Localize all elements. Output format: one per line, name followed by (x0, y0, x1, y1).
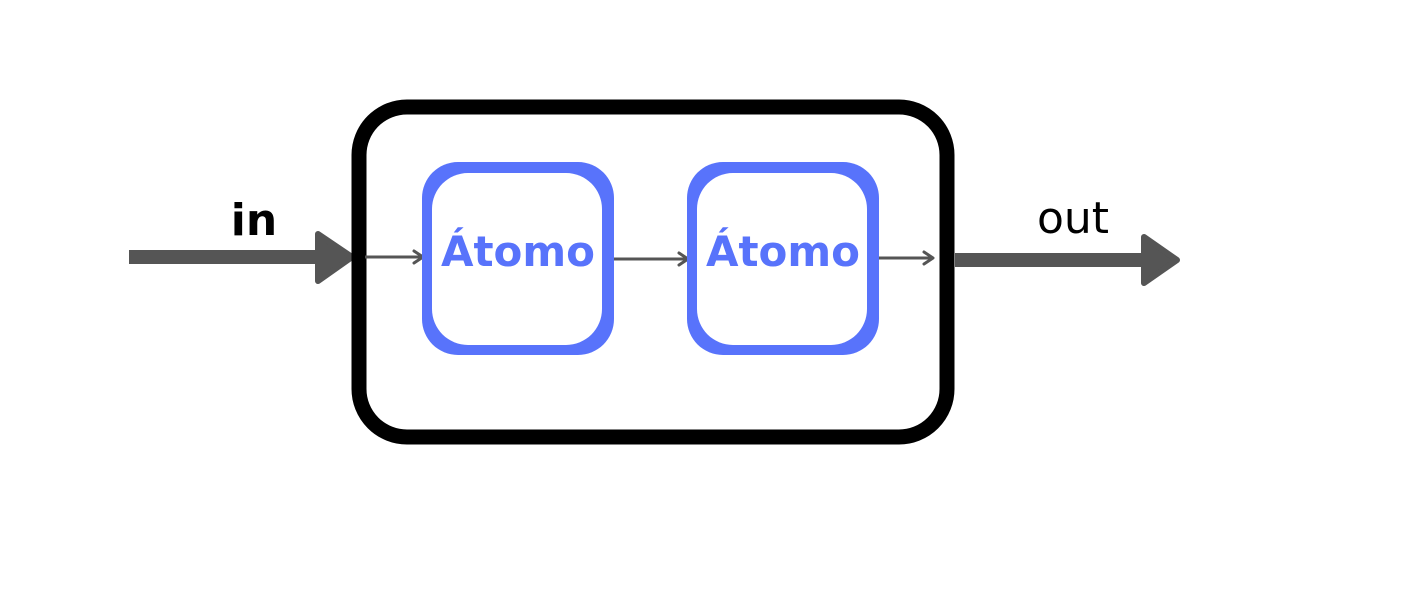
output-label: out (1037, 193, 1109, 244)
input-arrow (129, 231, 355, 284)
atom-label-1: Átomo (441, 226, 595, 276)
thin-arrow-exit (879, 250, 935, 266)
atom-label-2: Átomo (706, 226, 860, 276)
output-arrow (955, 234, 1180, 286)
input-label: in (231, 195, 277, 246)
atom-node-1: Átomo (422, 162, 614, 355)
atom-node-2: Átomo (687, 162, 879, 355)
